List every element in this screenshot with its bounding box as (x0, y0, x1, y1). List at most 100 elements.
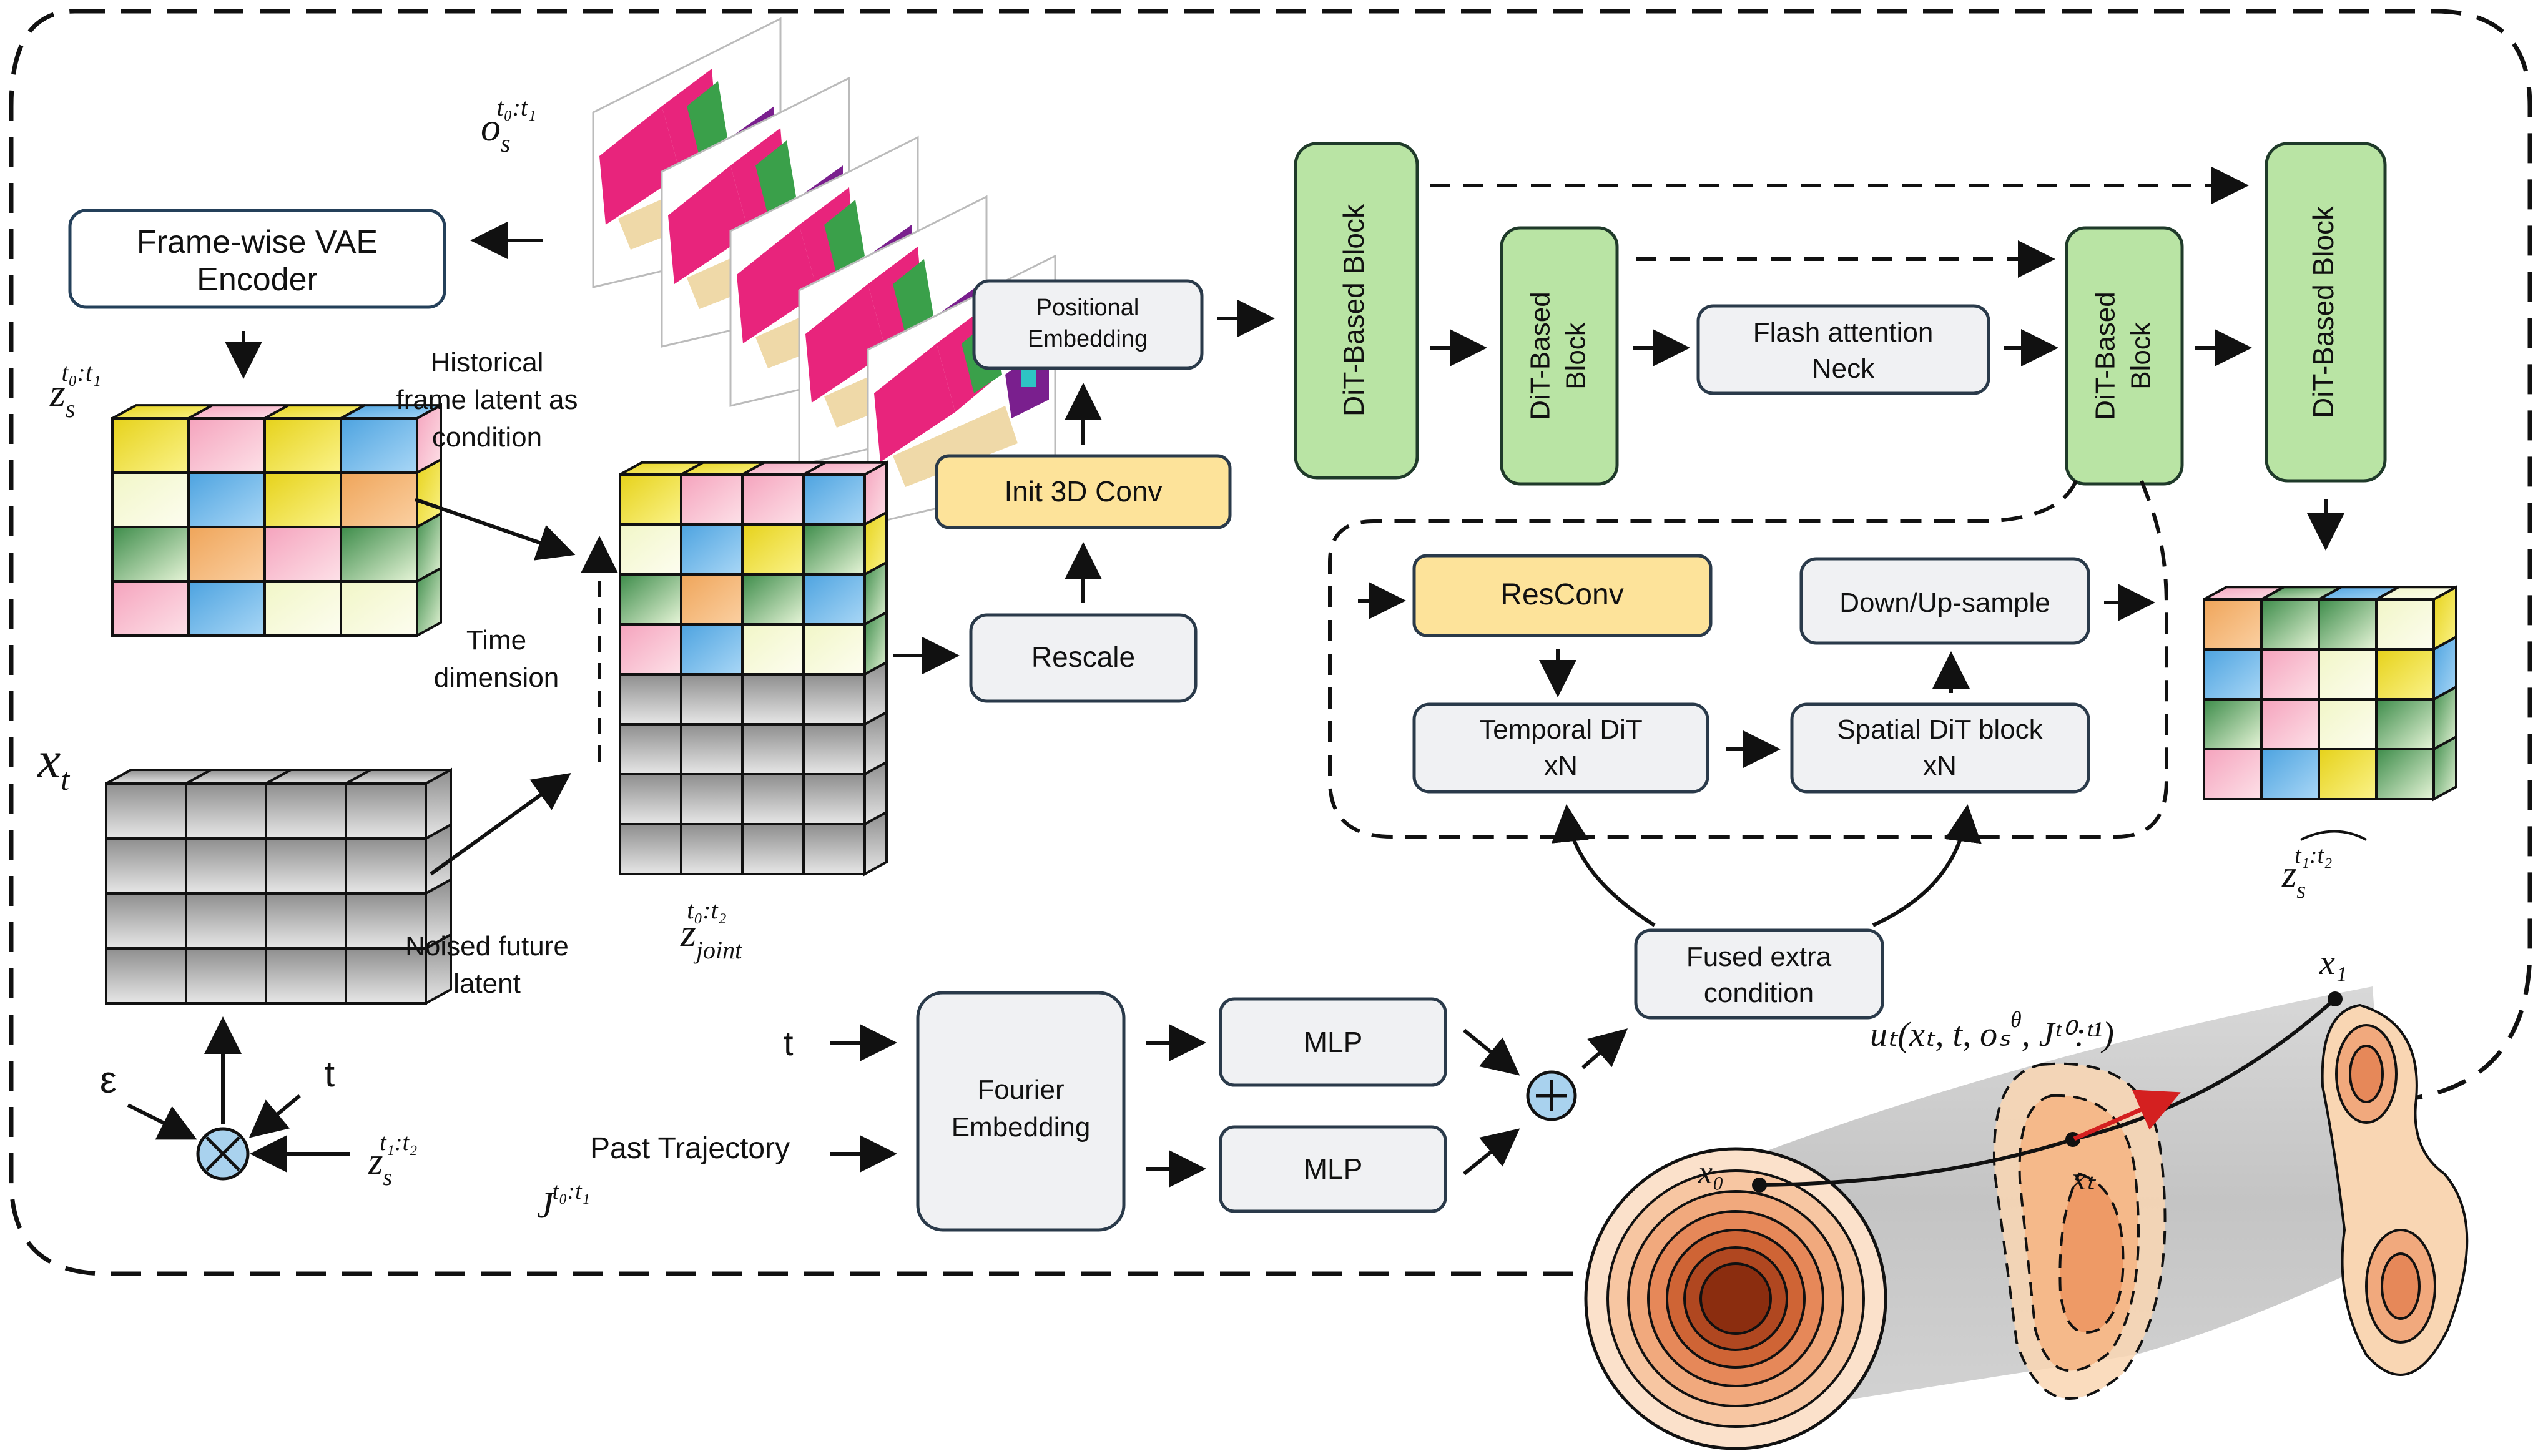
cube-cell (340, 417, 418, 474)
cube-cell (619, 823, 682, 875)
svg-text:Block: Block (1561, 322, 1591, 390)
cube-cell (2318, 648, 2378, 701)
cube-cell (863, 810, 888, 877)
cube-cell (263, 471, 342, 528)
svg-text:Neck: Neck (1812, 353, 1875, 384)
cube-cell (2260, 748, 2320, 800)
cube-cell (741, 573, 805, 626)
temporal-dit-block: Temporal DiT xN (1412, 702, 1709, 794)
svg-text:MLP: MLP (1304, 1153, 1363, 1185)
cube-cell (802, 723, 866, 775)
cube-cell (263, 526, 342, 583)
cube-cell (741, 673, 805, 726)
arrow-hist-to-joint (415, 498, 576, 561)
cube-cell (111, 471, 190, 528)
svg-text:Spatial DiT block: Spatial DiT block (1837, 714, 2043, 745)
svg-text:Encoder: Encoder (197, 262, 318, 298)
noise-latent-cube (105, 767, 452, 1006)
svg-text:latent: latent (453, 968, 521, 999)
cube-cell (416, 566, 442, 638)
mlp-block-2: MLP (1219, 1125, 1447, 1213)
cube-cell (741, 823, 805, 875)
cube-cell (345, 947, 427, 1005)
svg-text:Frame-wise VAE: Frame-wise VAE (137, 224, 378, 260)
cube-cell (802, 473, 866, 526)
cube-cell (680, 623, 744, 676)
arrow-eps-to-otimes (127, 1103, 197, 1140)
svg-text:DiT-Based: DiT-Based (1525, 292, 1556, 420)
cube-cell (680, 823, 744, 875)
down-up-sample-block: Down/Up-sample (1799, 557, 2090, 645)
cube-cell (619, 773, 682, 825)
cube-cell (265, 947, 347, 1005)
svg-text:Embedding: Embedding (952, 1112, 1091, 1143)
cube-cell (2318, 698, 2378, 750)
svg-text:frame latent as: frame latent as (396, 385, 578, 415)
svg-text:Embedding: Embedding (1028, 326, 1148, 352)
cube-cell (2375, 748, 2435, 800)
vae-encoder-block: Frame-wise VAE Encoder (68, 209, 446, 309)
svg-text:DiT-Based Block: DiT-Based Block (1337, 204, 1370, 416)
cube-cell (105, 947, 187, 1005)
arrow-t-to-otimes (248, 1094, 301, 1138)
flash-attention-neck-block: Flash attention Neck (1696, 304, 1990, 395)
cube-cell (111, 417, 190, 474)
z-joint-label: zjointt₀:t₂ (680, 896, 742, 964)
otimes-icon (196, 1127, 250, 1181)
cube-cell (185, 892, 267, 950)
right-contour (2321, 1003, 2469, 1376)
xt-flow-label: xₜ (2071, 1161, 2097, 1197)
time-dimension-label: Time dimension (434, 625, 559, 693)
svg-text:Historical: Historical (431, 347, 544, 378)
output-latent-cube (2203, 584, 2457, 802)
cube-cell (802, 623, 866, 676)
noised-label: Noised future latent (405, 931, 569, 999)
observation-frames (592, 17, 1056, 526)
svg-text:Fourier: Fourier (977, 1075, 1064, 1105)
svg-text:MLP: MLP (1304, 1026, 1363, 1058)
svg-text:xN: xN (1923, 750, 1957, 781)
cube-cell (185, 782, 267, 840)
cube-cell (2318, 748, 2378, 800)
middle-contour (1992, 1062, 2167, 1400)
cube-cell (741, 623, 805, 676)
svg-text:Fused extra: Fused extra (1686, 942, 1832, 972)
cube-cell (265, 782, 347, 840)
cube-cell (619, 573, 682, 626)
left-contour (1584, 1147, 1887, 1450)
j-label: Jt₀:t₁ (537, 1178, 590, 1226)
cube-cell (111, 580, 190, 637)
resconv-block: ResConv (1412, 554, 1713, 637)
hat-mark (2300, 830, 2367, 841)
historical-latent-cube (111, 403, 442, 638)
svg-text:dimension: dimension (434, 662, 559, 693)
past-trajectory-label: Past Trajectory (590, 1132, 790, 1165)
cube-cell (802, 573, 866, 626)
cube-cell (263, 580, 342, 637)
svg-text:condition: condition (1704, 978, 1814, 1008)
arrow-fused-to-spatial (1872, 804, 1982, 927)
cube-cell (680, 523, 744, 576)
svg-text:Rescale: Rescale (1031, 641, 1135, 673)
cube-cell (802, 523, 866, 576)
arrow-fused-to-temporal (1551, 804, 1656, 927)
cube-cell (185, 947, 267, 1005)
cube-cell (187, 471, 266, 528)
cube-cell (345, 782, 427, 840)
cube-cell (265, 837, 347, 895)
cube-cell (741, 773, 805, 825)
epsilon-label: ε (100, 1059, 117, 1101)
fourier-embedding-block: Fourier Embedding (916, 991, 1126, 1232)
flow-matching-illustration: x₀ xₜ x₁ uₜ(xₜ, t, oₛθ, Jᵗ⁰:ᵗ¹) (1584, 943, 2469, 1450)
cube-cell (619, 623, 682, 676)
svg-text:Temporal DiT: Temporal DiT (1479, 714, 1643, 745)
cube-cell (680, 573, 744, 626)
cube-cell (187, 580, 266, 637)
cube-cell (2203, 648, 2263, 701)
cube-cell (619, 723, 682, 775)
cube-cell (2375, 698, 2435, 750)
svg-text:Init 3D Conv: Init 3D Conv (1004, 475, 1162, 508)
z-future-label: zst₁:t₂ (368, 1129, 417, 1191)
svg-text:Positional: Positional (1036, 295, 1139, 321)
